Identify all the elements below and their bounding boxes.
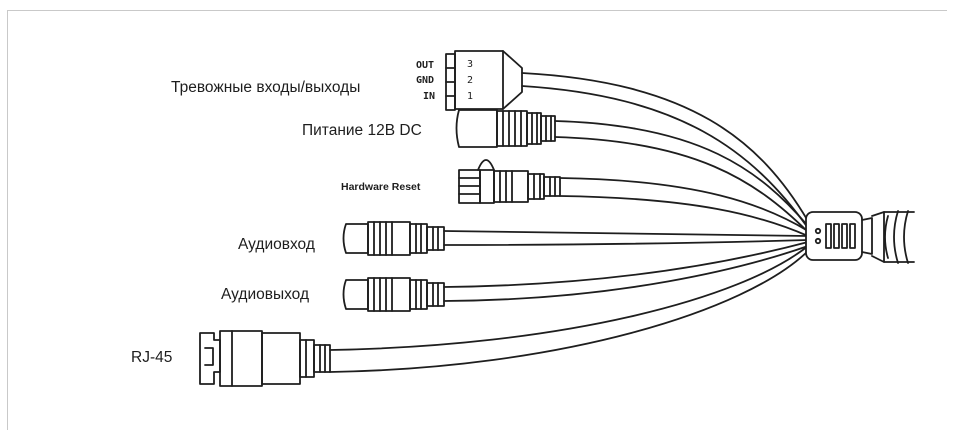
pin-number-3: 3 bbox=[467, 59, 474, 70]
label-hardware-reset: Hardware Reset bbox=[341, 181, 421, 193]
pin-number-2: 2 bbox=[467, 75, 474, 86]
label-power: Питание 12В DC bbox=[302, 122, 422, 139]
pin-name-out: OUT bbox=[416, 60, 435, 71]
cable-power bbox=[554, 120, 809, 233]
reset-connector bbox=[458, 159, 561, 204]
label-alarm-io: Тревожные входы/выходы bbox=[171, 79, 361, 96]
cable-alarm bbox=[521, 72, 809, 229]
cable-rj45 bbox=[329, 245, 809, 373]
alarm-terminal-connector bbox=[445, 50, 523, 111]
label-audio-in: Аудиовход bbox=[238, 236, 315, 253]
pin-name-in: IN bbox=[423, 91, 436, 102]
rj45-connector bbox=[199, 330, 331, 387]
pin-name-gnd: GND bbox=[416, 75, 435, 86]
audio-in-connector bbox=[342, 221, 445, 256]
cable-junction bbox=[805, 210, 915, 264]
label-rj45: RJ-45 bbox=[131, 349, 173, 366]
diagram-frame bbox=[7, 10, 947, 430]
cable-audio-out bbox=[443, 241, 809, 302]
pin-number-1: 1 bbox=[467, 91, 474, 102]
label-audio-out: Аудиовыход bbox=[221, 286, 309, 303]
cable-reset bbox=[559, 177, 809, 237]
power-connector bbox=[455, 109, 556, 148]
cable-audio-in bbox=[443, 230, 809, 246]
audio-out-connector bbox=[342, 277, 445, 312]
